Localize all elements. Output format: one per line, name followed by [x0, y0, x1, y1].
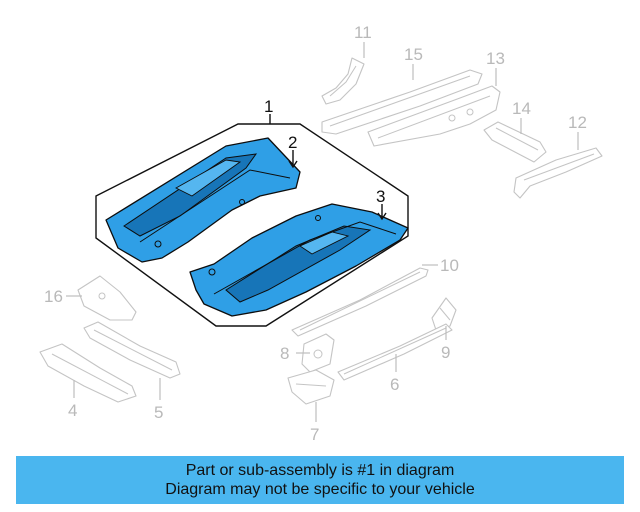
callout-9: 9: [441, 343, 450, 362]
part-12-bracket: [513, 147, 603, 199]
callout-2: 2: [288, 133, 297, 152]
banner-line-2: Diagram may not be specific to your vehi…: [165, 481, 475, 498]
part-10-rail: [291, 267, 429, 337]
part-8-plate: [301, 333, 335, 373]
part-13-rail: [367, 85, 501, 147]
callout-7: 7: [310, 425, 319, 444]
floor-pan-assembly: [95, 123, 409, 327]
callout-14: 14: [512, 99, 531, 118]
part-3-right-floor-pan: [189, 203, 409, 317]
info-banner: Part or sub-assembly is #1 in diagram Di…: [16, 456, 624, 504]
parts-diagram: 1 2 3 11 15 13 14 12 10 9 6 8 7 16 5 4: [39, 23, 603, 444]
part-16-gusset: [77, 275, 137, 321]
callout-12: 12: [568, 113, 587, 132]
banner-line-1: Part or sub-assembly is #1 in diagram: [185, 462, 455, 479]
callout-3: 3: [376, 187, 385, 206]
part-6-rail: [337, 323, 453, 381]
part-7-bracket: [287, 369, 335, 405]
leader-lines: [66, 42, 579, 422]
part-14-crossmember: [483, 121, 547, 163]
callout-15: 15: [404, 45, 423, 64]
part-11-bracket: [321, 57, 365, 105]
callout-11: 11: [354, 23, 372, 42]
callout-5: 5: [154, 403, 163, 422]
callout-13: 13: [486, 49, 505, 68]
callout-16: 16: [44, 287, 63, 306]
part-2-left-floor-pan: [105, 137, 301, 263]
callout-8: 8: [280, 344, 289, 363]
callout-10: 10: [440, 256, 459, 275]
part-4-crossmember: [39, 343, 137, 403]
part-9-bracket: [431, 297, 457, 331]
part-5-crossmember: [83, 321, 181, 379]
callout-1: 1: [264, 97, 273, 116]
callout-4: 4: [68, 401, 77, 420]
part-15-sill-rail: [321, 69, 483, 135]
callout-6: 6: [390, 375, 399, 394]
